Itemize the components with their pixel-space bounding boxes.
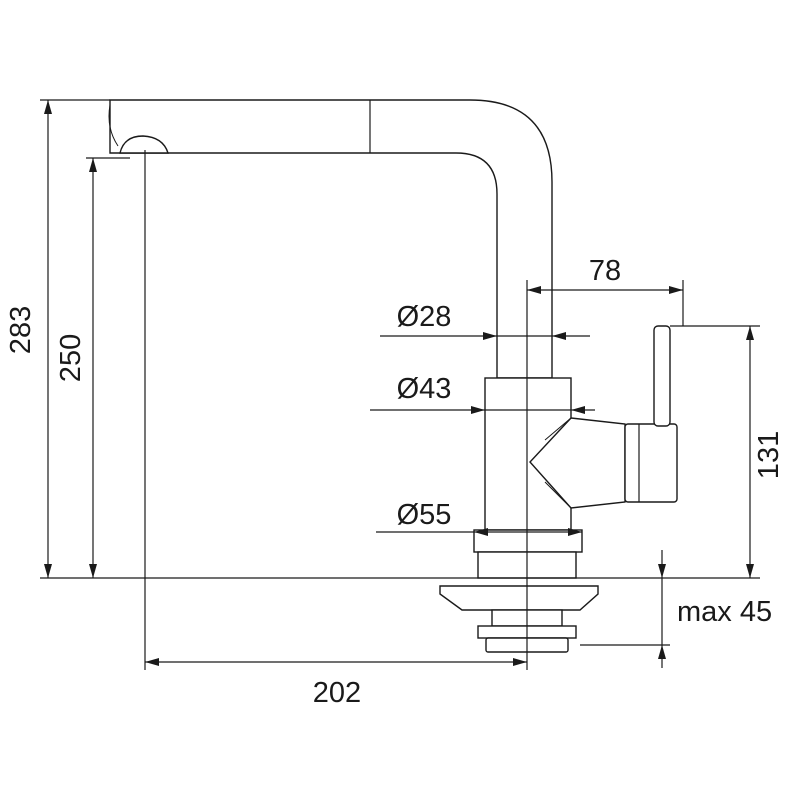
dimension-labels: 283 250 202 78 131 Ø28 Ø43 Ø55 max 45	[5, 255, 785, 709]
mounting-washer	[439, 585, 599, 611]
arrow-131-bottom	[746, 564, 754, 578]
arrow-283-bottom	[44, 564, 52, 578]
arrow-250-top	[89, 158, 97, 172]
arrow-d55-right	[568, 528, 582, 536]
label-250: 250	[55, 334, 87, 382]
arrow-78-right	[669, 286, 683, 294]
handle-cone-inner	[544, 417, 572, 509]
faucet-outline	[108, 99, 678, 653]
spout-tip-curve	[108, 104, 119, 147]
arrow-202-right	[513, 658, 527, 666]
handle-cylinder	[624, 423, 678, 503]
reference-lines	[40, 99, 760, 670]
label-d28: Ø28	[397, 301, 452, 333]
label-max45: max 45	[677, 596, 772, 628]
spout	[109, 99, 553, 379]
label-202: 202	[313, 677, 361, 709]
handle-lever	[653, 325, 671, 427]
arrow-max45-bottom	[658, 645, 666, 659]
arrow-max45-top	[658, 564, 666, 578]
aerator-nozzle	[119, 135, 169, 154]
arrow-d28-left	[483, 332, 497, 340]
handle-cone	[529, 417, 626, 509]
base-ring	[473, 529, 583, 553]
arrow-283-top	[44, 100, 52, 114]
arrow-d43-left	[471, 406, 485, 414]
label-d43: Ø43	[397, 373, 452, 405]
label-131: 131	[753, 431, 785, 479]
arrow-202-left	[145, 658, 159, 666]
arrow-d43-right	[571, 406, 585, 414]
arrow-131-top	[746, 326, 754, 340]
dimension-lines	[44, 100, 754, 668]
label-78: 78	[589, 255, 621, 287]
label-d55: Ø55	[397, 499, 452, 531]
arrow-250-bottom	[89, 564, 97, 578]
arrow-d28-right	[552, 332, 566, 340]
arrow-78-left	[527, 286, 541, 294]
arrow-d55-left	[474, 528, 488, 536]
label-283: 283	[5, 306, 37, 354]
